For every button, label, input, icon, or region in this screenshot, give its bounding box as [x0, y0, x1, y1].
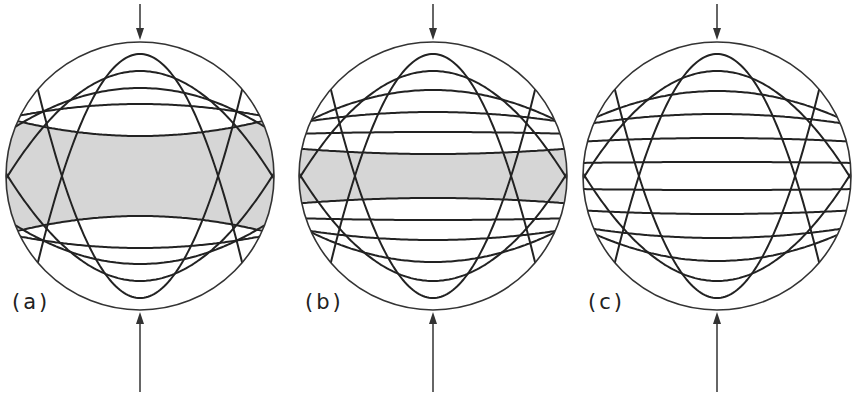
fringe-line	[297, 132, 569, 134]
arrow-head	[429, 28, 437, 40]
fringe-line	[581, 170, 853, 281]
fringe-line	[4, 104, 276, 119]
fringe-line	[297, 218, 569, 220]
fringe-line	[297, 90, 569, 127]
fringe-line	[581, 161, 853, 164]
fringe-line	[297, 149, 569, 155]
fringe-line	[4, 170, 276, 281]
load-arrow	[716, 322, 718, 392]
panel-label: (c)	[588, 290, 625, 314]
disc-outline	[299, 42, 567, 310]
panel-label: (a)	[12, 290, 50, 314]
disc-outline	[583, 42, 851, 310]
fringe-line	[297, 198, 569, 204]
fringe-line	[297, 225, 569, 262]
load-arrow	[432, 4, 434, 30]
fringe-line	[581, 54, 853, 396]
fringe-line	[581, 138, 853, 142]
fringe-line	[4, 71, 276, 182]
fringe-line	[581, 227, 853, 238]
shaded-band	[297, 149, 569, 204]
fringe-line	[297, 54, 569, 396]
fringe-line	[4, 216, 276, 235]
fringe-line	[581, 0, 853, 298]
fringe-line	[581, 71, 853, 182]
disc-outline	[6, 42, 274, 310]
fringe-line	[4, 0, 276, 298]
load-arrow	[139, 322, 141, 392]
fringe-line	[4, 118, 276, 137]
fringe-line	[581, 210, 853, 214]
arrow-head	[713, 28, 721, 40]
fringe-group	[297, 0, 569, 396]
fringe-line	[297, 170, 569, 281]
panel-label: (b)	[305, 290, 344, 314]
fringe-line	[297, 0, 569, 298]
load-arrow	[716, 4, 718, 30]
fringe-line	[581, 114, 853, 125]
fringe-line	[581, 188, 853, 191]
fringe-line	[297, 71, 569, 182]
arrow-head	[136, 28, 144, 40]
fringe-line	[297, 112, 569, 123]
load-arrow	[139, 4, 141, 30]
fringe-group	[4, 0, 276, 396]
arrow-head	[136, 312, 144, 324]
fringe-line	[581, 228, 853, 261]
fringe-line	[4, 233, 276, 248]
fringe-group	[581, 0, 853, 396]
fringe-line	[4, 54, 276, 396]
fringe-line	[581, 91, 853, 124]
shaded-band	[4, 118, 276, 235]
arrow-head	[713, 312, 721, 324]
fringe-line	[297, 229, 569, 240]
arrow-head	[429, 312, 437, 324]
load-arrow	[432, 322, 434, 392]
